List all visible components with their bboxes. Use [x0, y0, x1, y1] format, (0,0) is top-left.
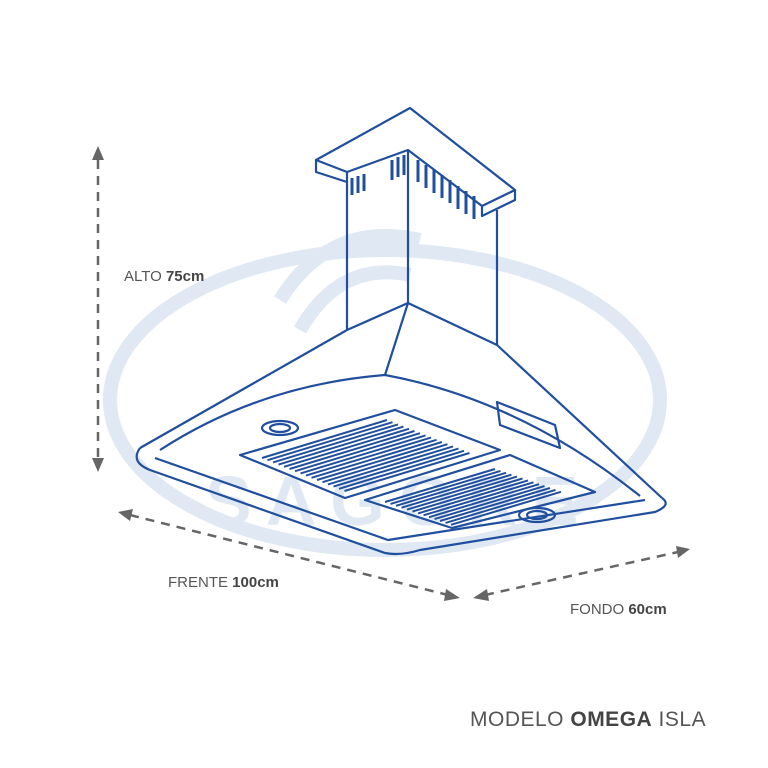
grille-slat	[316, 441, 443, 481]
chimney-vents	[350, 155, 476, 219]
grille-slat	[272, 423, 399, 464]
grille-slat	[267, 421, 393, 462]
grille-slat	[423, 481, 534, 517]
alto-label: ALTO 75cm	[124, 268, 205, 285]
grille-slat	[261, 419, 388, 459]
grille-slat	[283, 427, 410, 468]
grille-slat	[327, 445, 454, 486]
model-title: MODELO OMEGA ISLA	[470, 708, 707, 731]
grille-slat	[445, 488, 556, 524]
filter-grilles	[261, 419, 562, 526]
grille-slat	[278, 425, 404, 466]
grille-slat	[412, 477, 523, 513]
grille-slat	[434, 485, 545, 521]
grille-slat	[395, 471, 507, 507]
grille-slat	[322, 443, 448, 484]
grille-slat	[450, 490, 562, 526]
watermark-logo	[103, 229, 667, 557]
grille-slat	[311, 438, 437, 479]
fondo-label: FONDO 60cm	[570, 601, 667, 618]
grille-slat	[406, 475, 518, 511]
grille-slat	[305, 436, 432, 477]
grille-slat	[390, 469, 501, 505]
grille-slat	[401, 473, 512, 509]
grille-slat	[300, 434, 426, 475]
grille-slat	[439, 487, 551, 522]
dimension-arrows	[96, 160, 679, 597]
arrow-heads	[92, 146, 690, 601]
grille-slat	[428, 483, 540, 519]
grille-slat	[344, 452, 470, 492]
grille-slat	[294, 432, 421, 473]
grille-slat	[333, 447, 459, 488]
grille-slat	[384, 468, 496, 503]
grille-slat	[417, 479, 529, 515]
frente-label: FRENTE 100cm	[168, 574, 279, 591]
grille-slat	[289, 430, 415, 470]
hood-outline	[135, 106, 667, 556]
grille-slat	[338, 449, 465, 490]
